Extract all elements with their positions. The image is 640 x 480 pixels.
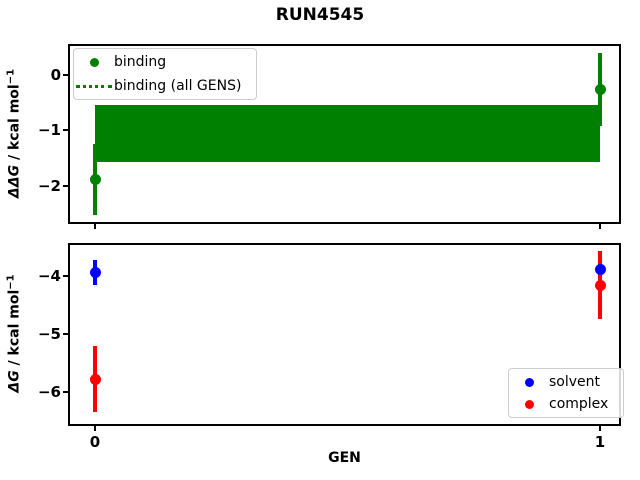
legend-marker-cell [509,399,549,409]
y-tick-mark [63,129,68,132]
legend-label-complex: complex [549,396,609,412]
legend-item-complex: complex [509,393,623,415]
y-tick-label: −6 [37,383,61,401]
legend-top: binding binding (all GENS) [73,48,257,100]
solvent-data-point-gen1 [594,264,606,276]
figure-title: RUN4545 [275,5,365,25]
confidence-band-binding-all-gens- [95,105,600,162]
y-tick-mark [63,73,68,76]
binding-data-point-gen1 [594,84,606,96]
y-tick-label: 0 [50,65,61,84]
x-tick-label: 1 [594,433,606,451]
legend-label-binding-all-gens: binding (all GENS) [114,78,242,94]
axes-top: binding binding (all GENS) 0 −1 −2 [38,44,621,229]
x-tick-mark [599,426,601,431]
x-axis-label: GEN [328,450,361,466]
x-tick-mark [599,224,601,229]
legend-marker-cell [74,57,114,67]
y-tick-mark [63,391,68,393]
legend-marker-cell [509,377,549,387]
complex-data-point-gen0 [89,373,101,385]
solvent-data-point-gen0 [89,267,101,279]
x-tick-label: 0 [89,433,101,451]
y-tick-mark [63,275,68,277]
solvent-dot-icon [524,377,534,387]
complex-dot-icon [524,399,534,409]
axes-bottom: solvent complex −4 −5 −6 0 1 [38,243,624,451]
legend-label-binding: binding [114,54,167,70]
legend-bottom: solvent complex [508,368,624,418]
legend-label-solvent: solvent [549,374,601,390]
y-tick-mark [63,184,68,187]
y-tick-label: −5 [37,325,61,343]
legend-marker-cell [74,84,114,88]
x-tick-mark [94,224,96,229]
y-tick-label: −1 [37,121,61,140]
legend-item-binding: binding [74,50,256,74]
x-tick-mark [94,426,96,431]
y-tick-mark [63,333,68,335]
legend-item-solvent: solvent [509,371,623,393]
y-tick-label: −2 [37,176,61,195]
binding-all-gens-dotted-line-icon [76,84,112,88]
binding-data-point-gen0 [89,173,101,185]
legend-item-binding-all-gens: binding (all GENS) [74,74,256,98]
y-tick-label: −4 [37,267,61,285]
binding-dot-icon [89,57,99,67]
complex-data-point-gen1 [594,279,606,291]
